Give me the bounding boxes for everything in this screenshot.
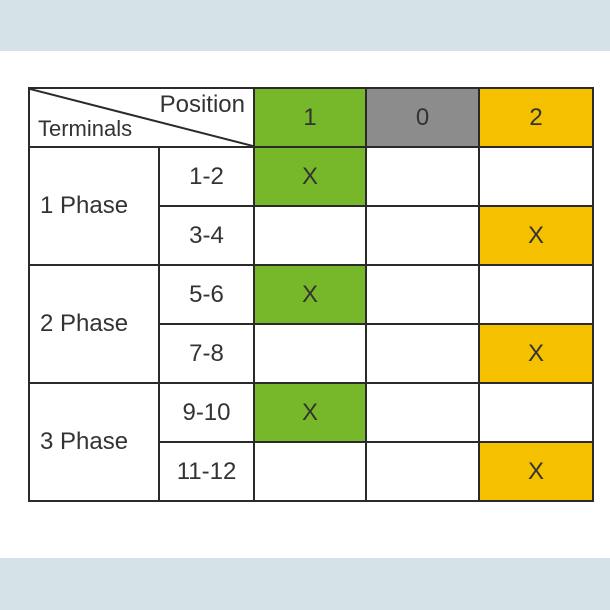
terminals-label: Terminals	[38, 116, 133, 141]
terminal-label: 9-10	[158, 382, 255, 443]
table-row: 3-4 X	[29, 205, 594, 266]
contact-cell	[478, 264, 594, 325]
contact-cell	[365, 264, 480, 325]
contact-cell	[365, 205, 480, 266]
position-header-0: 0	[365, 87, 480, 148]
corner-header-cell: Position Terminals	[28, 87, 255, 148]
terminal-label: 3-4	[158, 205, 255, 266]
contact-closed-mark: X	[478, 205, 594, 266]
terminal-label: 11-12	[158, 441, 255, 502]
contact-cell	[253, 441, 367, 502]
contact-cell	[365, 441, 480, 502]
contact-cell	[365, 323, 480, 384]
phase-label: 3 Phase	[28, 382, 160, 502]
diagonal-line	[30, 89, 253, 146]
terminal-label: 7-8	[158, 323, 255, 384]
position-header-1: 1	[253, 87, 367, 148]
terminal-label: 1-2	[158, 146, 255, 207]
contact-cell	[253, 323, 367, 384]
contact-closed-mark: X	[253, 264, 367, 325]
contact-closed-mark: X	[478, 323, 594, 384]
contact-closed-mark: X	[253, 146, 367, 207]
contact-closed-mark: X	[253, 382, 367, 443]
contact-cell	[253, 205, 367, 266]
contact-cell	[365, 382, 480, 443]
position-header-2: 2	[478, 87, 594, 148]
terminal-label: 5-6	[158, 264, 255, 325]
contact-cell	[365, 146, 480, 207]
position-label: Position	[159, 91, 245, 118]
table-row: 7-8 X	[29, 323, 594, 384]
phase-label: 2 Phase	[28, 264, 160, 384]
contact-closed-mark: X	[478, 441, 594, 502]
bottom-band	[0, 558, 610, 610]
contact-cell	[478, 146, 594, 207]
table-row: 11-12 X	[29, 441, 594, 502]
top-band	[0, 0, 610, 51]
contact-cell	[478, 382, 594, 443]
phase-label: 1 Phase	[28, 146, 160, 266]
